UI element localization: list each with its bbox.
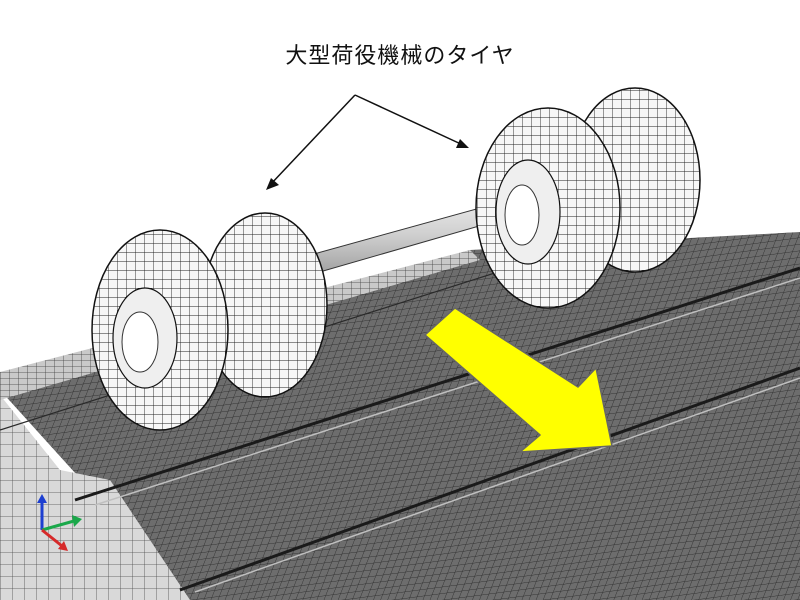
left-tire-front bbox=[91, 229, 229, 431]
groove-line-2 bbox=[179, 366, 800, 592]
axis-triad-icon bbox=[37, 494, 82, 551]
groove-line-2b bbox=[194, 377, 800, 593]
right-tire-pair bbox=[475, 87, 701, 309]
ground-top-surface bbox=[0, 232, 800, 600]
leader-lines bbox=[266, 94, 469, 190]
groove-line-1b bbox=[94, 277, 800, 506]
direction-arrow-icon bbox=[424, 307, 613, 453]
groove-line-1 bbox=[74, 266, 800, 502]
tire-annotation-label: 大型荷役機械のタイヤ bbox=[285, 44, 515, 69]
ground-front-face bbox=[0, 395, 190, 600]
left-tire-pair bbox=[91, 212, 328, 431]
right-tire-front bbox=[475, 107, 621, 309]
